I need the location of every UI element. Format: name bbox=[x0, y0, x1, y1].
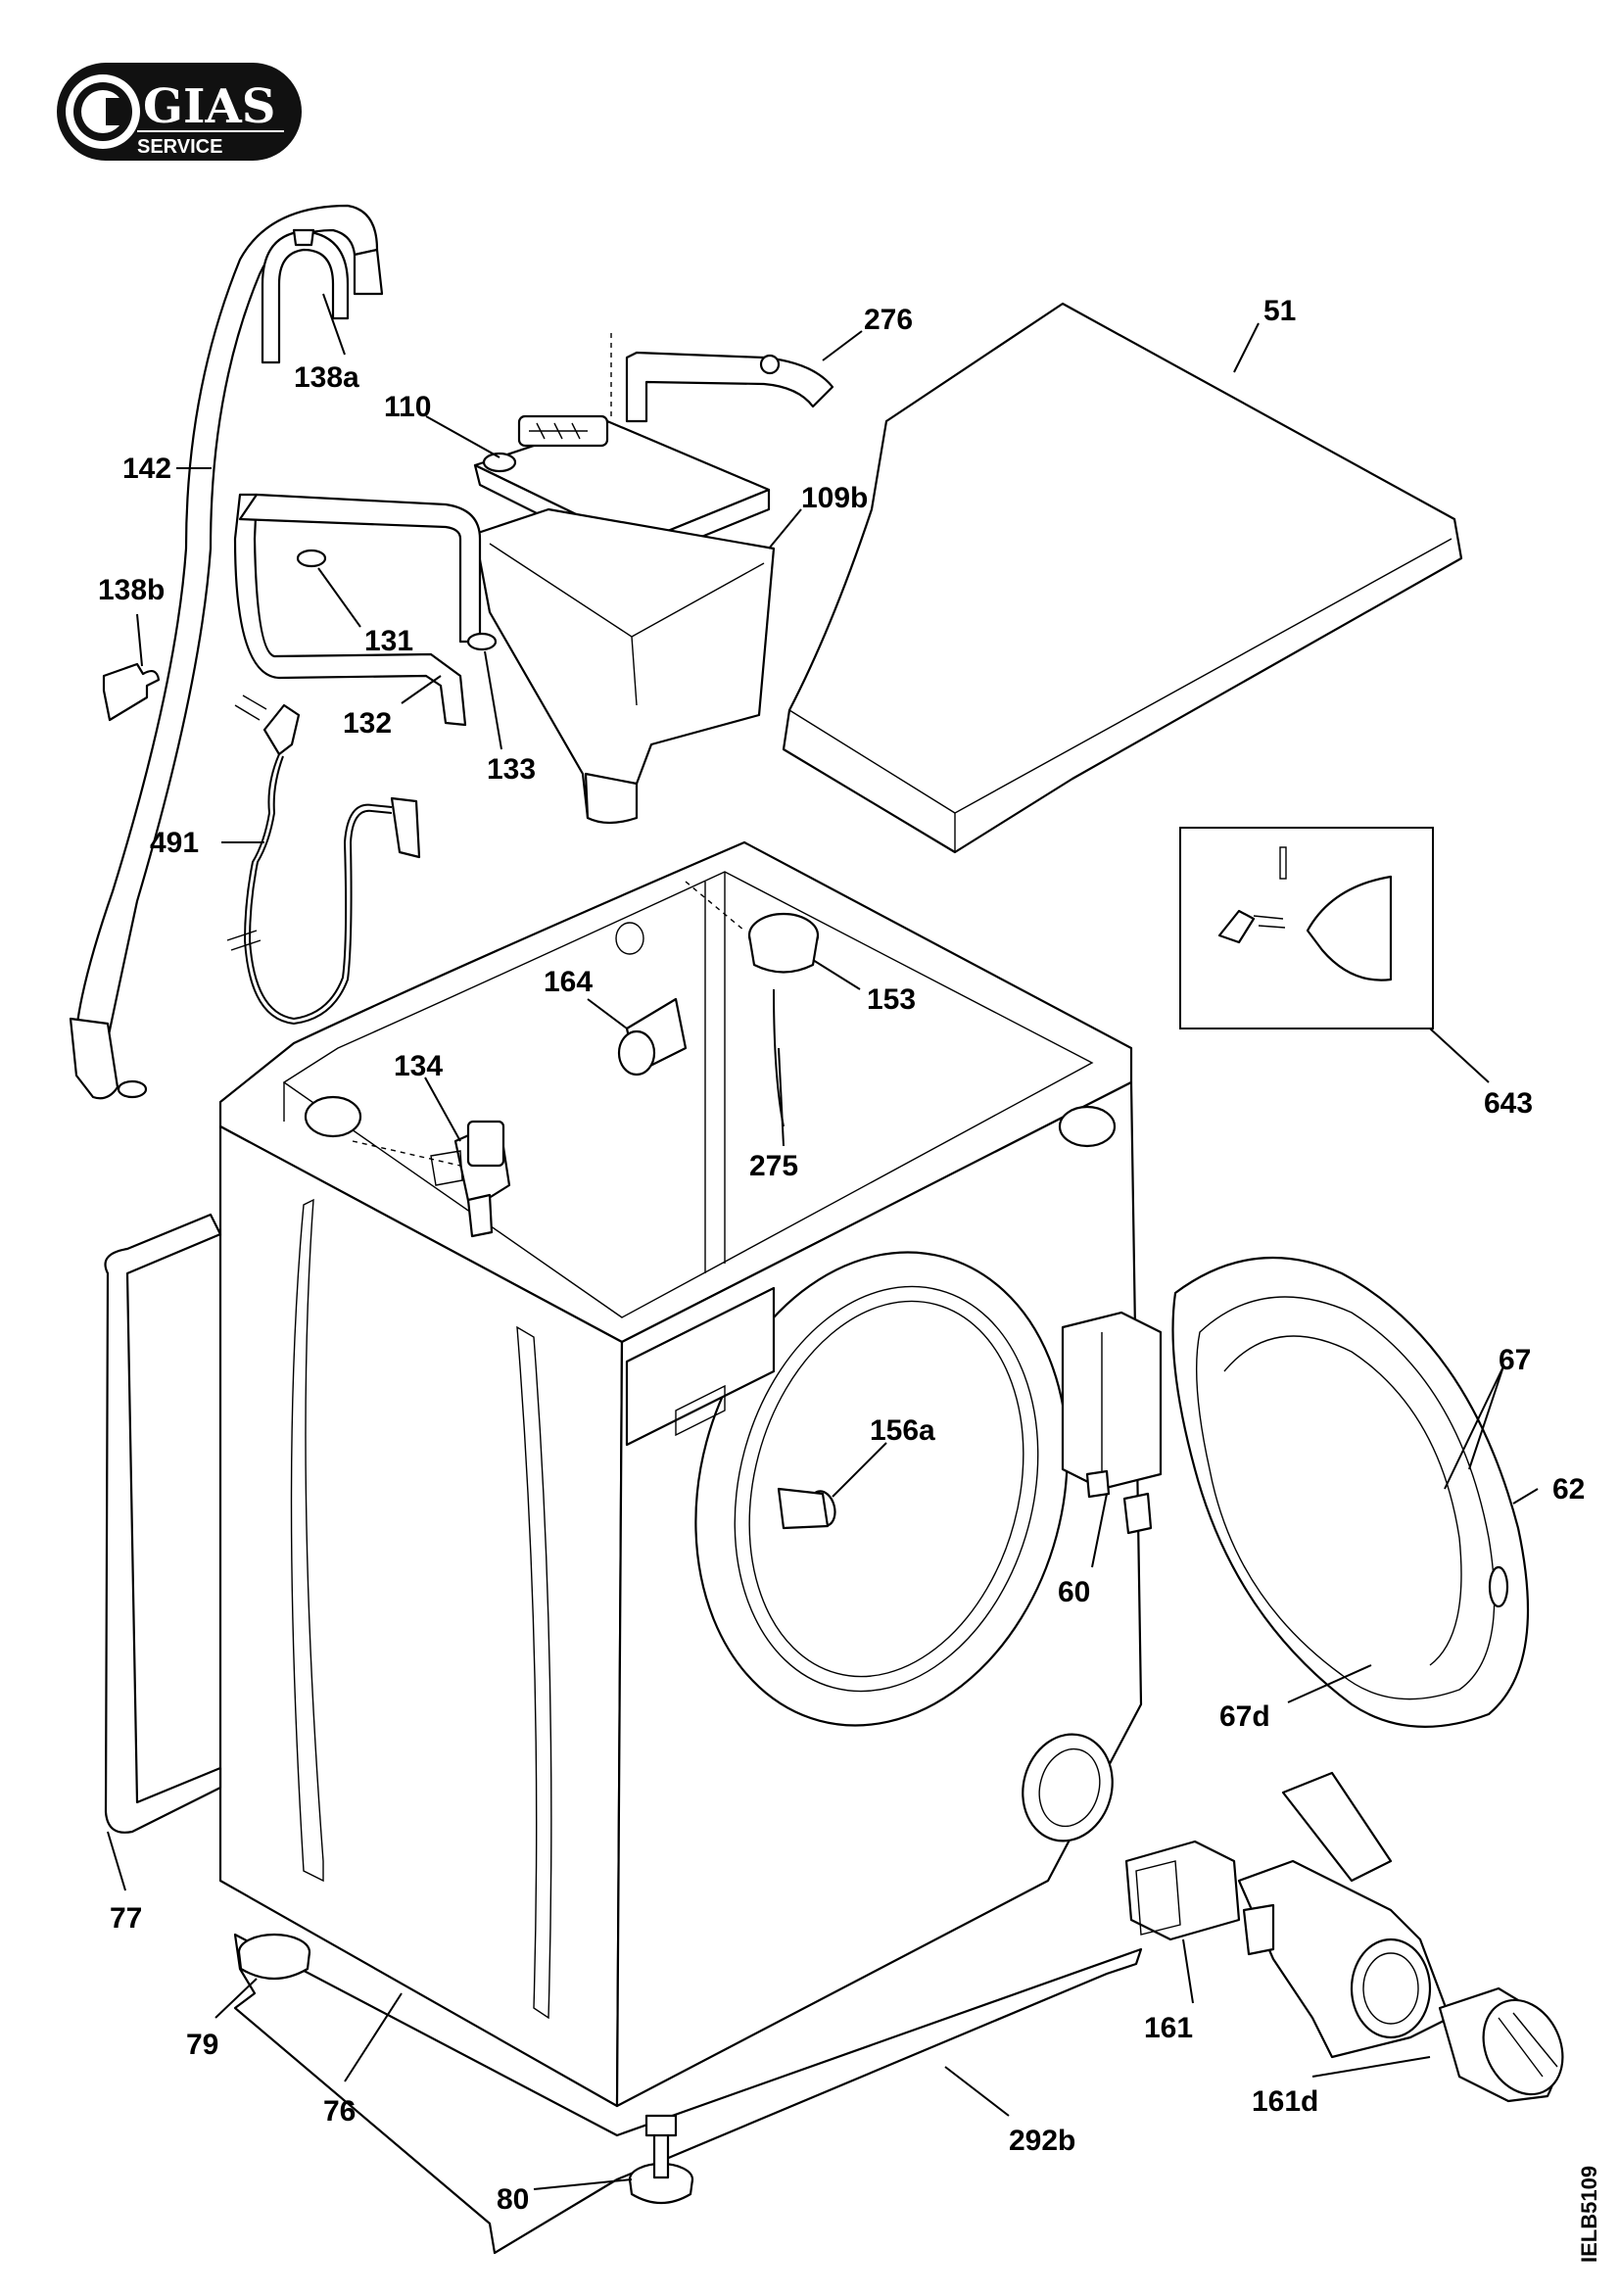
back-panel-gasket bbox=[104, 1213, 222, 1834]
label-138a: 138a bbox=[294, 361, 359, 394]
label-153: 153 bbox=[867, 983, 916, 1016]
inlet-hose-132 bbox=[233, 493, 498, 727]
label-60: 60 bbox=[1058, 1576, 1090, 1608]
label-77: 77 bbox=[110, 1902, 142, 1935]
label-275: 275 bbox=[749, 1150, 798, 1182]
label-80: 80 bbox=[497, 2183, 529, 2216]
label-156a: 156a bbox=[870, 1414, 935, 1447]
top-lid bbox=[782, 302, 1463, 854]
label-67: 67 bbox=[1499, 1344, 1531, 1376]
gias-service-logo: GIAS SERVICE bbox=[57, 63, 302, 161]
label-62: 62 bbox=[1552, 1473, 1585, 1506]
label-132: 132 bbox=[343, 707, 392, 740]
part-labels: 51 276 138a 110 142 109b 138b 131 132 13… bbox=[98, 295, 1585, 2216]
drawing-code: IELB5109 bbox=[1577, 2166, 1601, 2263]
cabinet bbox=[218, 840, 1143, 2108]
label-51: 51 bbox=[1263, 295, 1296, 327]
label-134: 134 bbox=[394, 1050, 443, 1082]
base-plate bbox=[233, 1933, 1143, 2255]
label-643: 643 bbox=[1484, 1087, 1533, 1120]
heater bbox=[777, 1487, 836, 1530]
pressure-switch bbox=[685, 881, 820, 1127]
label-109b: 109b bbox=[801, 482, 868, 514]
label-161d: 161d bbox=[1252, 2085, 1318, 2118]
label-110: 110 bbox=[384, 391, 431, 423]
label-138b: 138b bbox=[98, 574, 165, 606]
logo-brand: GIAS bbox=[143, 79, 275, 134]
label-133: 133 bbox=[487, 753, 536, 786]
label-164: 164 bbox=[544, 966, 593, 998]
hose-holder-138b bbox=[102, 662, 161, 722]
drain-pump bbox=[1124, 1771, 1564, 2103]
inlet-pipe-276 bbox=[610, 333, 834, 423]
label-161: 161 bbox=[1144, 2012, 1193, 2044]
label-67d: 67d bbox=[1219, 1700, 1270, 1733]
label-292b: 292b bbox=[1009, 2125, 1075, 2157]
leader-lines bbox=[107, 293, 1539, 2190]
door-hinge bbox=[1061, 1311, 1163, 1535]
label-76: 76 bbox=[323, 2095, 356, 2128]
detail-box-643 bbox=[1179, 827, 1434, 1029]
logo-sub: SERVICE bbox=[137, 136, 222, 158]
label-142: 142 bbox=[122, 453, 171, 485]
label-491: 491 bbox=[150, 827, 199, 859]
door-assembly bbox=[1171, 1256, 1530, 1728]
hose-holder-138a bbox=[261, 228, 350, 364]
foot-79 bbox=[237, 1933, 311, 1980]
detergent-dispenser bbox=[473, 414, 776, 825]
power-cord bbox=[226, 694, 421, 1026]
label-131: 131 bbox=[364, 625, 413, 657]
capacitor bbox=[617, 997, 688, 1076]
inlet-valve bbox=[352, 1120, 511, 1238]
label-79: 79 bbox=[186, 2029, 218, 2061]
label-276: 276 bbox=[864, 304, 913, 336]
drain-hose bbox=[69, 204, 384, 1100]
